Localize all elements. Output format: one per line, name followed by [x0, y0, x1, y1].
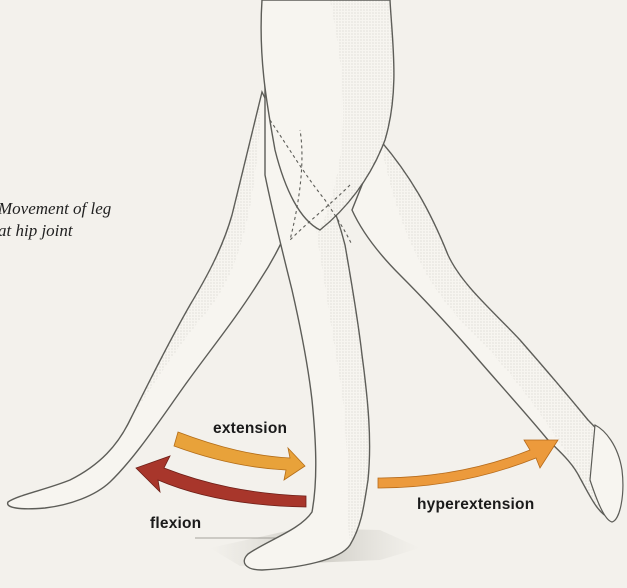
hyperextension-label: hyperextension [417, 496, 534, 514]
front-leg [8, 92, 305, 509]
figure-caption: Movement of leg at hip joint [0, 198, 111, 242]
back-foot [590, 425, 623, 522]
caption-line-1: Movement of leg [0, 198, 111, 220]
hyperextension-arrow-icon [378, 440, 558, 488]
flexion-label: flexion [150, 515, 201, 533]
caption-line-2: at hip joint [0, 220, 111, 242]
extension-arrow-icon [174, 432, 305, 480]
extension-label: extension [213, 420, 287, 438]
